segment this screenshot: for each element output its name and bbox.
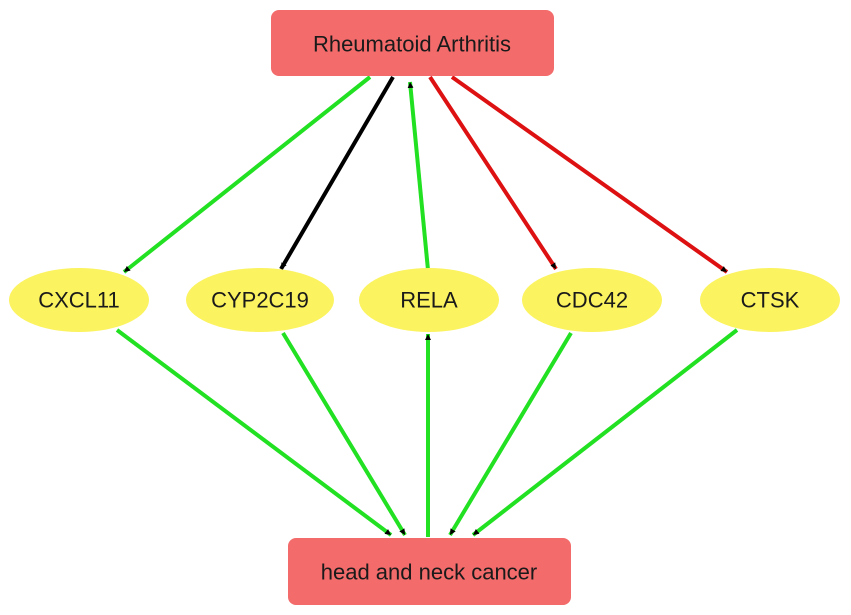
edge-ra-to-cyp2c19 (279, 75, 395, 271)
edge-cxcl11-to-hnc (115, 328, 393, 537)
node-head-and-neck-cancer[interactable]: head and neck cancer (288, 538, 571, 605)
node-cyp2c19[interactable]: CYP2C19 (186, 268, 334, 332)
node-rela[interactable]: RELA (359, 268, 499, 332)
edge-ra-to-cdc42 (428, 75, 558, 271)
node-ctsk-shape (700, 268, 840, 332)
node-head-and-neck-cancer-shape (288, 538, 571, 605)
node-rheumatoid-arthritis-shape (271, 10, 554, 76)
nodes: Rheumatoid Arthritis CXCL11 CYP2C19 RELA… (9, 10, 840, 605)
node-rheumatoid-arthritis-label: Rheumatoid Arthritis (313, 32, 511, 57)
node-head-and-neck-cancer-label: head and neck cancer (321, 560, 538, 585)
node-rheumatoid-arthritis[interactable]: Rheumatoid Arthritis (271, 10, 554, 76)
node-ctsk[interactable]: CTSK (700, 268, 840, 332)
edge-rela-to-ra (407, 81, 430, 271)
node-cdc42-shape (522, 268, 662, 332)
node-rela-label: RELA (400, 288, 458, 313)
node-cxcl11-shape (9, 268, 149, 332)
node-cyp2c19-label: CYP2C19 (211, 288, 309, 313)
node-cdc42[interactable]: CDC42 (522, 268, 662, 332)
edge-ctsk-to-hnc (471, 328, 739, 537)
edges (115, 75, 739, 537)
edge-ra-to-cxcl11 (122, 75, 372, 274)
node-rela-shape (359, 268, 499, 332)
node-ctsk-label: CTSK (741, 288, 800, 313)
edge-cyp2c19-to-hnc (281, 331, 407, 537)
edge-ra-to-ctsk (450, 75, 729, 274)
node-cxcl11-label: CXCL11 (38, 288, 120, 313)
edge-cdc42-to-hnc (448, 331, 573, 537)
node-cyp2c19-shape (186, 268, 334, 332)
node-cxcl11[interactable]: CXCL11 (9, 268, 149, 332)
node-cdc42-label: CDC42 (556, 288, 628, 313)
